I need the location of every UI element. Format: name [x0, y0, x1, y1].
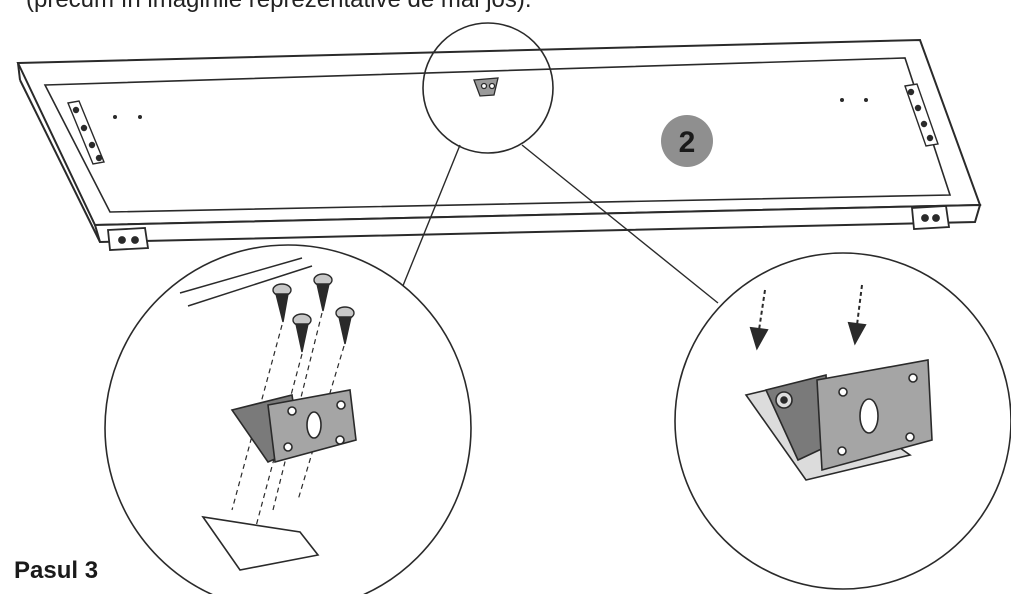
step-badge-number: 2 — [679, 126, 696, 159]
hole-dot — [138, 115, 142, 119]
arrow-down-icon — [847, 284, 867, 346]
bracket-icon — [764, 359, 933, 472]
hinge-right — [904, 83, 939, 147]
panel-foot-left — [107, 227, 150, 251]
zoom-circle-left — [104, 244, 472, 594]
step-label: Pasul 3 — [14, 557, 99, 584]
hole-dot — [840, 98, 844, 102]
step-badge: 2 — [661, 115, 713, 167]
hinge-left — [67, 100, 105, 165]
zoom-circle-right — [674, 252, 1011, 590]
screw-icon — [313, 273, 333, 312]
screw-icon — [272, 283, 292, 323]
caption-text: (precum în imaginile reprezentative de m… — [26, 0, 532, 14]
leader-lines — [397, 144, 719, 304]
shelf-panel — [16, 38, 982, 244]
arrow-down-icon — [749, 289, 769, 351]
screw-icon — [335, 306, 355, 345]
bracket-icon — [473, 77, 499, 97]
bracket-icon — [230, 389, 357, 464]
zoom-circle-top — [422, 22, 554, 154]
panel-foot-right — [911, 205, 951, 230]
hole-dot — [864, 98, 868, 102]
screw-icon — [292, 313, 312, 353]
hole-dot — [113, 115, 117, 119]
